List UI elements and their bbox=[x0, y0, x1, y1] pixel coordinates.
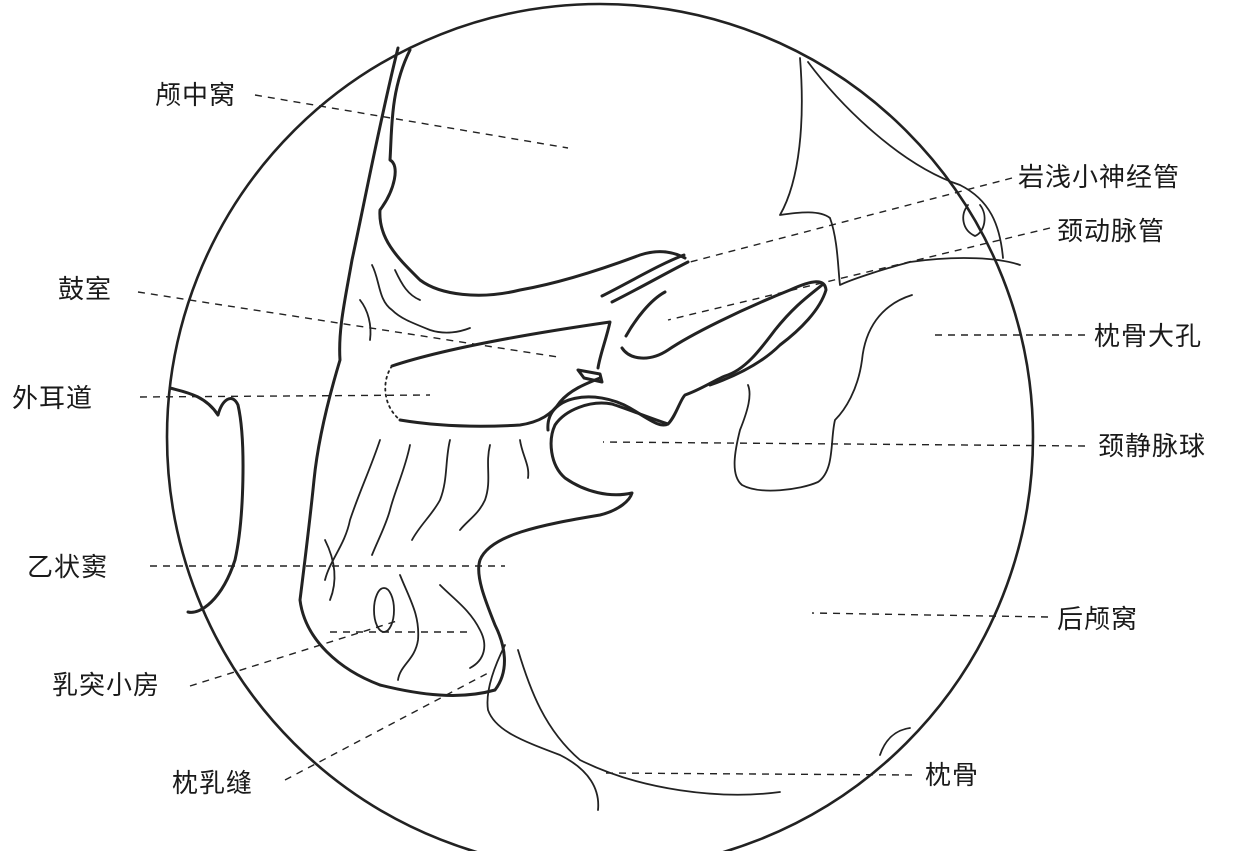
label-lesser-petrosal-canal: 岩浅小神经管 bbox=[1018, 163, 1180, 193]
lesser-petrosal-canal bbox=[602, 255, 688, 302]
label-occipital-bone: 枕骨 bbox=[925, 761, 979, 791]
upper-right-ridge bbox=[808, 62, 1003, 258]
leader-tympanic bbox=[138, 292, 558, 357]
left-edge-structure bbox=[170, 388, 243, 612]
leader-mastoid-1 bbox=[190, 620, 400, 686]
leader-lines bbox=[138, 95, 1085, 780]
label-tympanic-cavity: 鼓室 bbox=[58, 275, 112, 305]
label-external-auditory-canal: 外耳道 bbox=[12, 384, 93, 414]
upper-right-contour bbox=[780, 58, 1020, 285]
label-mastoid-cells: 乳突小房 bbox=[52, 671, 160, 701]
carotid-canal bbox=[622, 282, 826, 385]
ear-canal-opening bbox=[385, 366, 400, 420]
mastoid-trabeculae bbox=[325, 265, 528, 680]
label-posterior-cranial-fossa: 后颅窝 bbox=[1057, 605, 1138, 635]
ear-canal-lower bbox=[400, 378, 600, 426]
lower-right-bump bbox=[880, 728, 910, 755]
leader-occipital bbox=[603, 773, 912, 775]
label-jugular-bulb: 颈静脉球 bbox=[1098, 432, 1206, 462]
label-carotid-canal: 颈动脉管 bbox=[1057, 217, 1165, 247]
leader-jugular bbox=[603, 442, 1085, 446]
label-foramen-magnum: 枕骨大孔 bbox=[1094, 322, 1202, 352]
field-circle bbox=[167, 4, 1033, 851]
label-occipitomastoid-suture: 枕乳缝 bbox=[172, 769, 253, 799]
ossicle bbox=[578, 370, 602, 382]
ear-canal-upper bbox=[392, 322, 610, 368]
foramen-magnum-outline bbox=[735, 295, 912, 491]
leader-posterior-fossa bbox=[812, 613, 1048, 617]
label-middle-cranial-fossa: 颅中窝 bbox=[155, 81, 236, 111]
middle-fossa-dome bbox=[380, 50, 685, 295]
leader-carotid bbox=[668, 228, 1050, 320]
label-sigmoid-sinus: 乙状窦 bbox=[27, 553, 108, 583]
occipital-bone-outline bbox=[487, 645, 780, 810]
